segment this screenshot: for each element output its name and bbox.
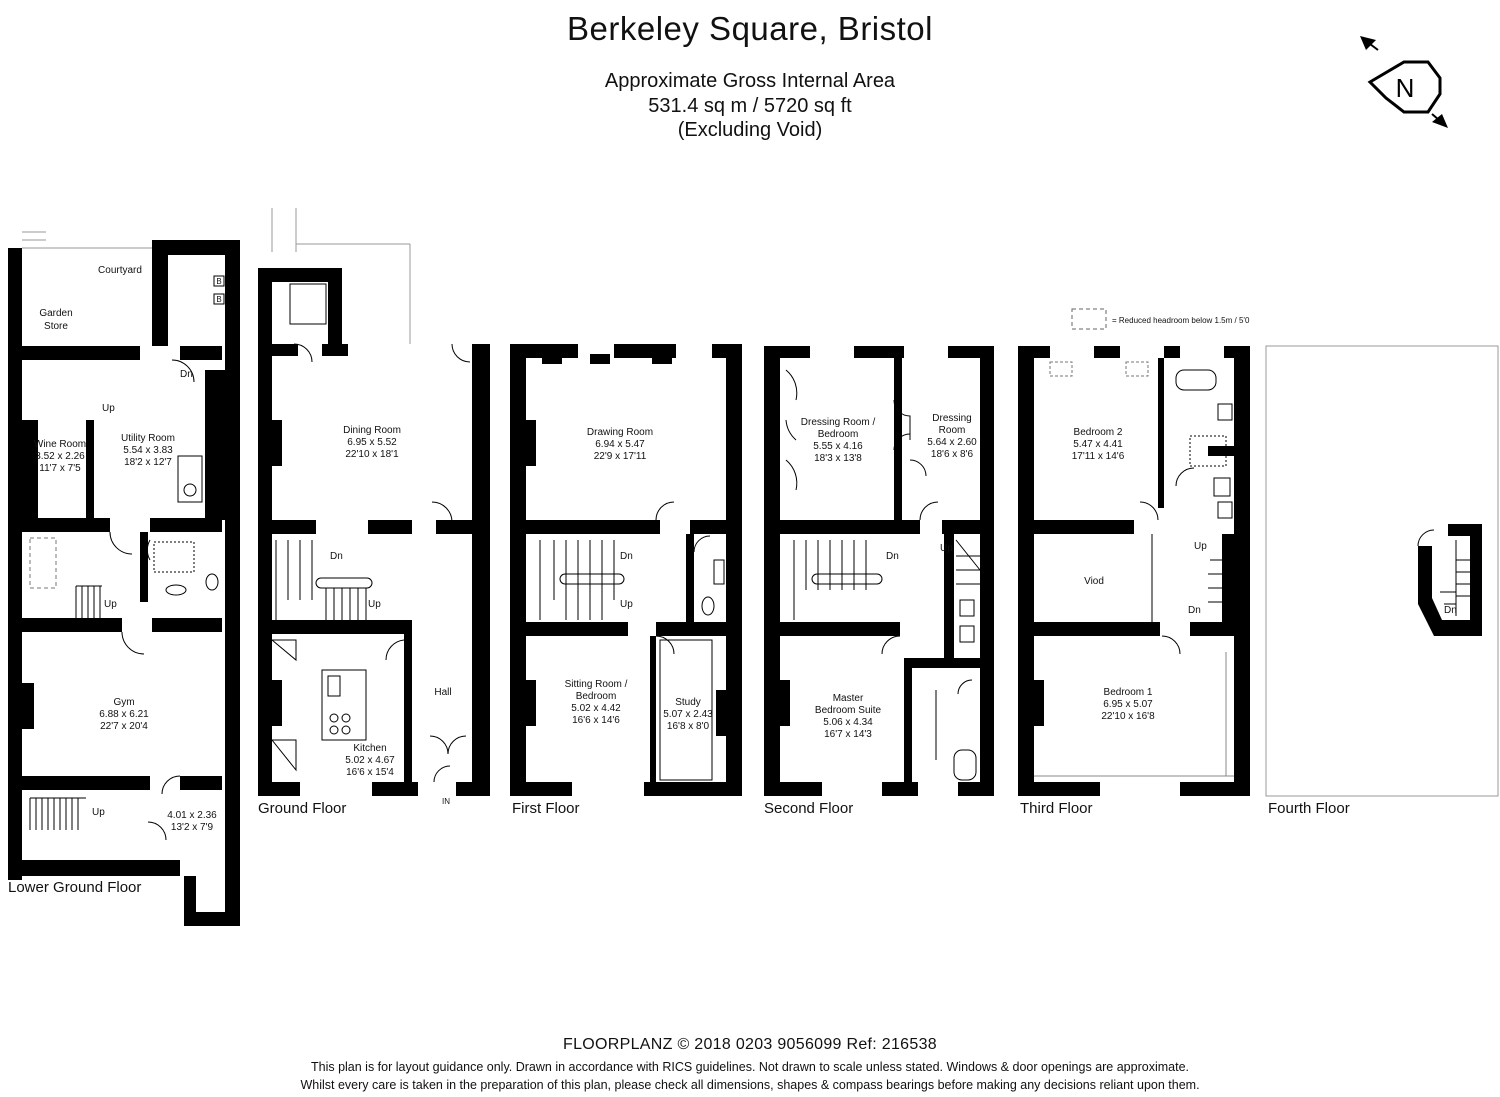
stair-label-up: Up	[368, 599, 381, 610]
room-dims-master-suite: 16'7 x 14'3	[824, 729, 872, 740]
lower-ground-floor-plan: B B Courtyard Garden Store Wine Room 3.5…	[8, 231, 240, 926]
floor-label-third: Third Floor	[1020, 800, 1093, 817]
room-label-study: Study	[675, 697, 701, 708]
room-dims-wine-room: 3.52 x 2.26	[35, 451, 85, 462]
floor-label-lower-ground: Lower Ground Floor	[8, 879, 141, 896]
room-dims-master-suite: 5.06 x 4.34	[823, 717, 873, 728]
stair-label-down: Dn	[620, 551, 633, 562]
room-label-master-suite: Master	[833, 693, 864, 704]
room-dims-utility-room: 18'2 x 12'7	[124, 457, 172, 468]
room-dims-dressing-room: 18'6 x 8'6	[931, 449, 974, 460]
floor-label-second: Second Floor	[764, 800, 853, 817]
room-dims-bedroom-1: 22'10 x 16'8	[1101, 711, 1155, 722]
room-label-gym: Gym	[113, 697, 134, 708]
legend: = Reduced headroom below 1.5m / 5'0	[1071, 308, 1250, 330]
room-dims-wine-room: 11'7 x 7'5	[39, 463, 81, 474]
footer-disclaimer: This plan is for layout guidance only. D…	[310, 1060, 1189, 1074]
room-dims-bedroom-2: 5.47 x 4.41	[1073, 439, 1123, 450]
room-dims-gym: 22'7 x 20'4	[100, 721, 148, 732]
room-label-drawing-room: Drawing Room	[587, 427, 653, 438]
entrance-label: IN	[442, 797, 450, 806]
room-dims-store: 13'2 x 7'9	[171, 822, 214, 833]
room-dims-bedroom-1: 6.95 x 5.07	[1103, 699, 1153, 710]
room-dims-dining-room: 6.95 x 5.52	[347, 437, 397, 448]
first-floor-plan: Drawing Room 6.94 x 5.47 22'9 x 17'11 Si…	[510, 344, 742, 817]
room-dims-sitting-room: 5.02 x 4.42	[571, 703, 621, 714]
stair-label-up: Up	[620, 599, 633, 610]
room-label-sitting-room: Sitting Room /	[565, 679, 628, 690]
stair-label-down: Dn	[886, 551, 899, 562]
room-label-dining-room: Dining Room	[343, 425, 401, 436]
compass-letter: N	[1396, 73, 1415, 103]
room-label-void: Viod	[1084, 576, 1104, 587]
boiler-label: B	[216, 295, 221, 304]
room-dims-drawing-room: 6.94 x 5.47	[595, 439, 645, 450]
plan-title: Berkeley Square, Bristol	[567, 10, 933, 47]
compass-icon: N	[1360, 36, 1448, 128]
room-dims-dressing-room: 5.64 x 2.60	[927, 437, 977, 448]
floor-label-fourth: Fourth Floor	[1268, 800, 1350, 817]
floor-label-ground: Ground Floor	[258, 800, 346, 817]
boiler-label: B	[216, 277, 221, 286]
room-label-utility-room: Utility Room	[121, 433, 175, 444]
stair-label-down: Dn	[1444, 605, 1457, 616]
room-label-hall: Hall	[434, 687, 451, 698]
room-dims-dressing-bedroom: 5.55 x 4.16	[813, 441, 863, 452]
stair-label-down: Dn	[180, 369, 193, 380]
room-label-garden-store: Garden	[39, 308, 72, 319]
room-label-master-suite: Bedroom Suite	[815, 705, 882, 716]
room-label-bedroom-2: Bedroom 2	[1074, 427, 1123, 438]
stair-label-up: Up	[1194, 541, 1207, 552]
third-floor-plan: Bedroom 2 5.47 x 4.41 17'11 x 14'6 Viod …	[1018, 346, 1250, 817]
room-dims-dining-room: 22'10 x 18'1	[345, 449, 399, 460]
room-dims-utility-room: 5.54 x 3.83	[123, 445, 173, 456]
room-dims-gym: 6.88 x 6.21	[99, 709, 149, 720]
area-heading: Approximate Gross Internal Area	[604, 70, 896, 92]
room-label-courtyard: Courtyard	[98, 265, 142, 276]
area-value: 531.4 sq m / 5720 sq ft	[648, 95, 852, 117]
room-dims-study: 16'8 x 8'0	[667, 721, 710, 732]
stair-label-up: Up	[104, 599, 117, 610]
room-label-bedroom-1: Bedroom 1	[1104, 687, 1153, 698]
stair-label-up: Up	[92, 807, 105, 818]
footer-brand: FLOORPLANZ © 2018 0203 9056099 Ref: 2165…	[563, 1036, 937, 1053]
room-label-garden-store: Store	[44, 321, 68, 332]
room-dims-bedroom-2: 17'11 x 14'6	[1072, 451, 1125, 462]
room-dims-sitting-room: 16'6 x 14'6	[572, 715, 620, 726]
stair-label-down: Dn	[1188, 605, 1201, 616]
room-dims-dressing-bedroom: 18'3 x 13'8	[814, 453, 862, 464]
room-dims-drawing-room: 22'9 x 17'11	[594, 451, 647, 462]
room-label-dressing-bedroom: Bedroom	[818, 429, 859, 440]
room-label-kitchen: Kitchen	[353, 743, 386, 754]
room-label-wine-room: Wine Room	[34, 439, 86, 450]
area-note: (Excluding Void)	[677, 119, 823, 141]
ground-floor-plan: Dining Room 6.95 x 5.52 22'10 x 18'1 Kit…	[258, 208, 490, 817]
stair-label-up: Up	[940, 543, 953, 554]
stair-label-up: Up	[102, 403, 115, 414]
footer-disclaimer: Whilst every care is taken in the prepar…	[300, 1078, 1200, 1092]
room-dims-kitchen: 5.02 x 4.67	[345, 755, 395, 766]
room-label-sitting-room: Bedroom	[576, 691, 617, 702]
room-label-dressing-room: Room	[939, 425, 966, 436]
room-label-dressing-room: Dressing	[932, 413, 971, 424]
fourth-floor-plan: Dn Fourth Floor	[1265, 345, 1499, 817]
legend-text: = Reduced headroom below 1.5m / 5'0	[1112, 316, 1250, 325]
second-floor-plan: Dressing Room / Bedroom 5.55 x 4.16 18'3…	[764, 346, 994, 817]
room-dims-kitchen: 16'6 x 15'4	[346, 767, 394, 778]
room-label-dressing-bedroom: Dressing Room /	[801, 417, 876, 428]
room-dims-study: 5.07 x 2.43	[663, 709, 713, 720]
floor-label-first: First Floor	[512, 800, 580, 817]
room-dims-store: 4.01 x 2.36	[167, 810, 217, 821]
stair-label-down: Dn	[330, 551, 343, 562]
